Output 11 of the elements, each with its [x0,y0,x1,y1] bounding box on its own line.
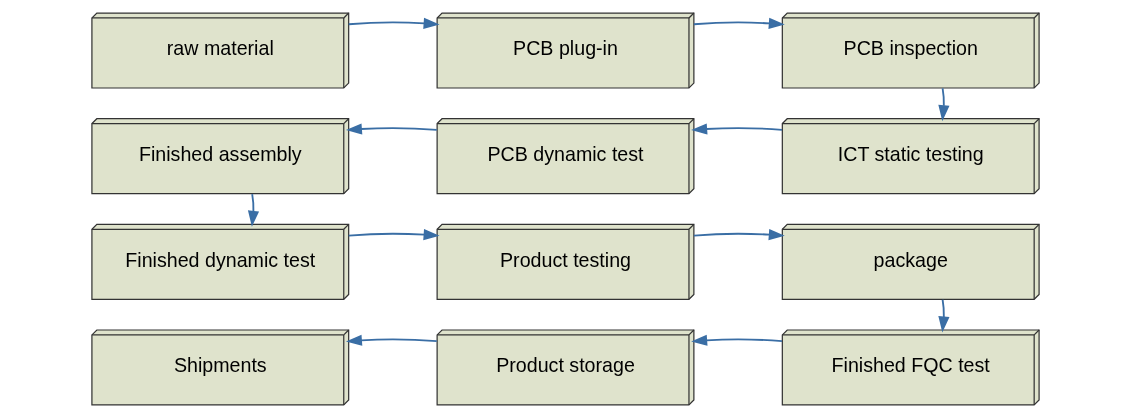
arrow [345,334,438,346]
arrow [937,87,949,122]
arrow [690,334,783,346]
arrow [345,123,438,135]
arrow [692,229,785,241]
arrow [347,229,440,241]
arrow [690,123,783,135]
arrow [937,298,949,333]
arrow [247,193,259,227]
arrow [347,17,440,29]
arrow [692,17,785,29]
